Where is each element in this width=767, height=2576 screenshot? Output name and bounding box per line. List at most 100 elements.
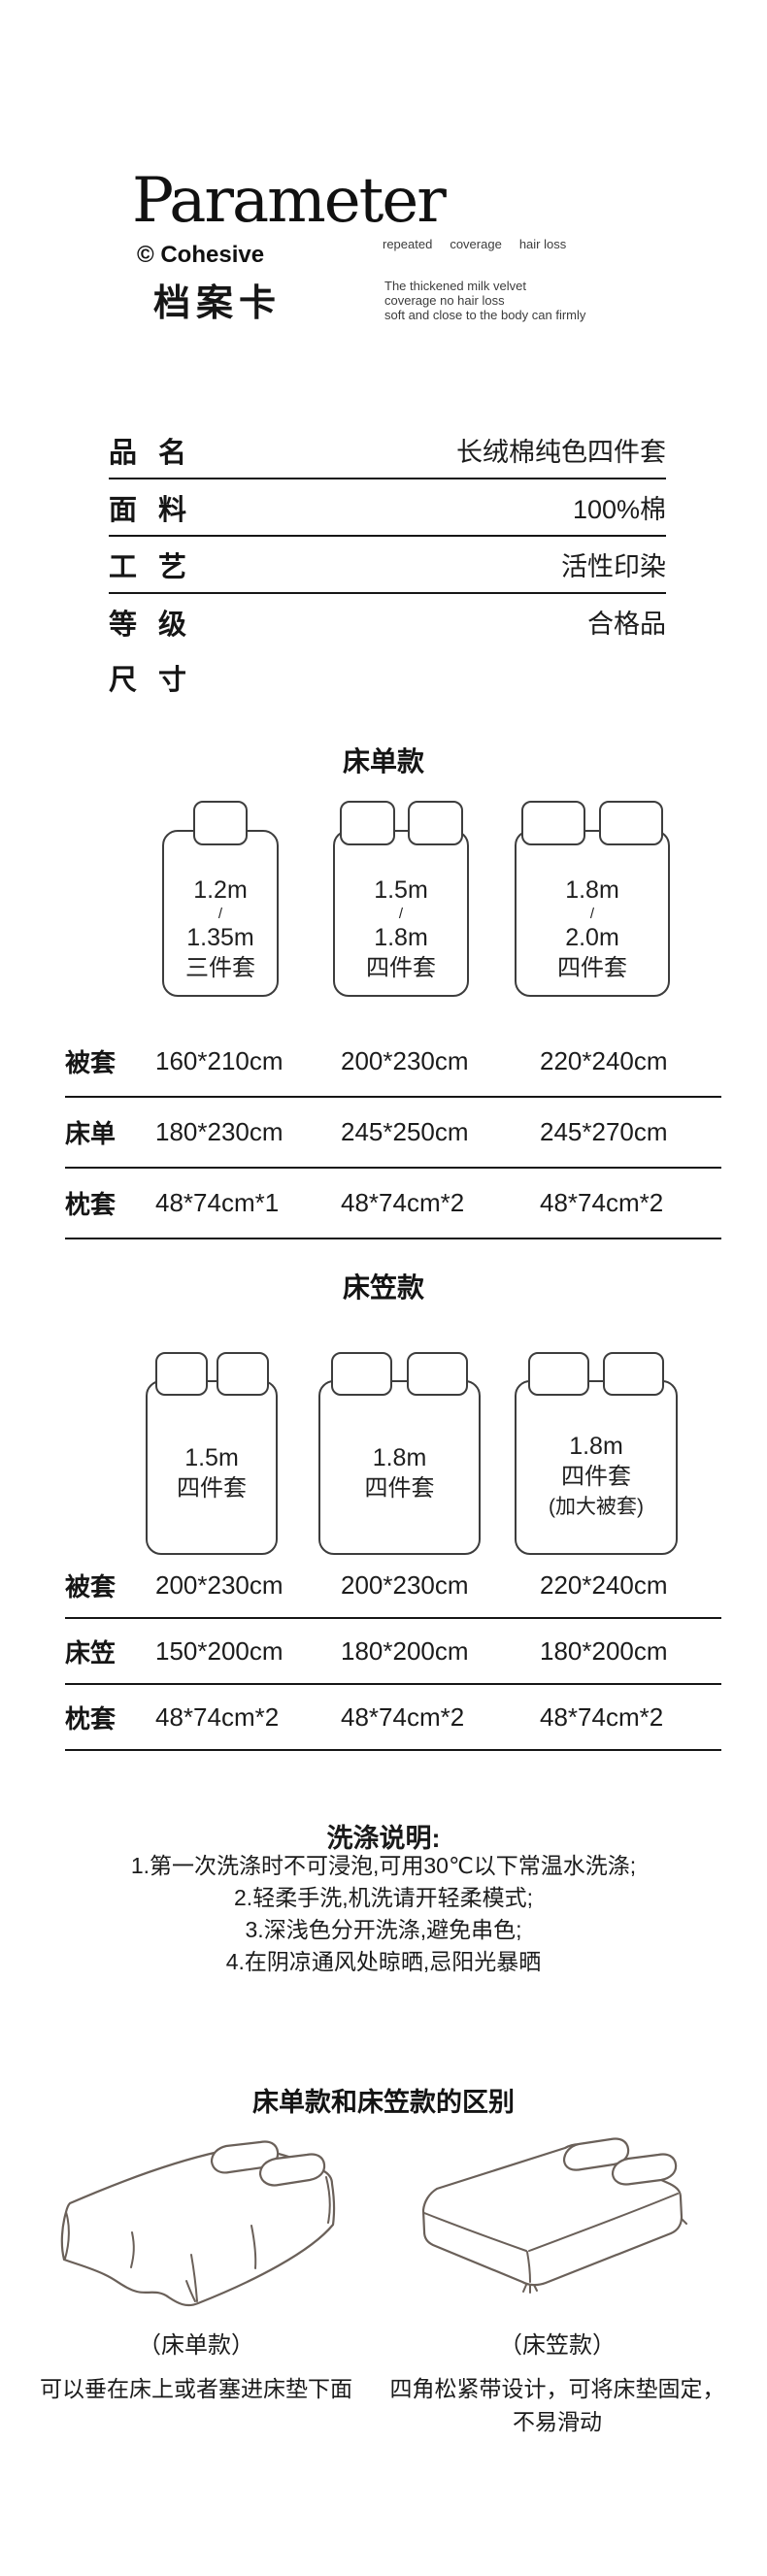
keyword: hair loss [518,237,567,251]
row-label: 被套 [65,1048,117,1077]
pillow-icon [521,801,585,845]
bed-size: 1.8m [372,1444,427,1471]
pillow-icon [407,801,463,845]
slash: / [589,906,595,922]
table-row: 被套 200*230cm 200*230cm 220*240cm [65,1553,721,1619]
washing-instruction: 4.在阴凉通风处晾晒,忌阳光暴晒 [225,1949,542,1974]
bed-size: 1.5m [374,876,428,904]
pillow-row [148,1352,276,1396]
set-type: 三件套 [185,955,255,981]
fitted-size-table: 被套 200*230cm 200*230cm 220*240cm 床笠 150*… [65,1553,721,1751]
keyword: coverage [450,237,502,251]
slash: / [398,906,404,922]
slash: / [217,906,223,922]
row-label: 枕套 [65,1703,117,1734]
pillow-sketch [562,2137,630,2171]
cell: 48*74cm*2 [540,1701,664,1732]
pillow-icon [154,1352,208,1396]
fitted-style-caption: （床笠款） [499,2332,616,2359]
sheet-style-note: 可以垂在床上或者塞进床垫下面 [40,2376,352,2401]
set-type: 四件套 [561,1464,631,1490]
keyword-row: repeated coverage hair loss [383,237,566,251]
spec-row: 尺 寸 [109,649,666,705]
spec-value: 活性印染 [561,552,666,581]
bed-size: 1.8m [569,1433,623,1460]
sheet-style-illustration [60,2140,336,2307]
washing-instruction: 3.深浅色分开洗涤,避免串色; [245,1917,522,1942]
keyword: repeated [383,237,433,251]
pillow-row [320,1352,479,1396]
bed-size: 1.8m [565,876,619,904]
spec-value: 长绒棉纯色四件套 [456,438,666,467]
spec-value: 合格品 [587,610,666,639]
spec-value: 100%棉 [572,495,666,524]
table-row: 床单 180*230cm 245*250cm 245*270cm [65,1098,721,1169]
pillow-sketch [210,2140,280,2174]
bed-size: 2.0m [565,924,619,951]
bed-size-text: 1.8m 四件套 [320,1442,479,1504]
set-type: 四件套 [177,1475,247,1502]
washing-instructions: 1.第一次洗涤时不可浸泡,可用30℃以下常温水洗涤; 2.轻柔手洗,机洗请开轻柔… [0,1850,767,1978]
cell: 48*74cm*2 [341,1188,465,1217]
bed-diagram-1.5m: 1.5m / 1.8m 四件套 [333,801,469,997]
cell: 200*230cm [155,1569,283,1600]
bed-size: 1.8m [374,924,428,951]
cell: 220*240cm [540,1569,668,1600]
spec-row: 面 料 100%棉 [109,479,666,537]
bed-size: 1.35m [186,924,254,951]
cell: 245*270cm [540,1117,668,1146]
set-type: 四件套 [366,955,436,981]
description-line: soft and close to the body can firmly [384,308,586,322]
pillow-row [517,801,668,845]
spec-row: 工 艺 活性印染 [109,537,666,594]
fitted-style-note: 四角松紧带设计，可将床垫固定，不易滑动 [389,2376,725,2434]
bed-diagram-1.5m-fitted: 1.5m 四件套 [146,1352,278,1555]
cell: 150*200cm [155,1635,283,1666]
washing-title: 洗涤说明: [326,1824,441,1853]
set-note: (加大被套) [549,1496,644,1518]
bed-diagram-1.8m-fitted: 1.8m 四件套 [318,1352,481,1555]
row-label: 床单 [65,1119,117,1148]
bed-diagram-1.8m-fitted-large: 1.8m 四件套 (加大被套) [515,1352,678,1555]
bed-diagram-1.8m: 1.8m / 2.0m 四件套 [515,801,670,997]
bed-size: 1.2m [193,876,248,904]
pillow-row [517,1352,676,1396]
product-description: The thickened milk velvet coverage no ha… [384,279,585,322]
spec-label: 等 级 [109,609,187,641]
pillow-icon [339,801,395,845]
table-row: 枕套 48*74cm*1 48*74cm*2 48*74cm*2 [65,1169,721,1239]
sheet-size-table: 被套 160*210cm 200*230cm 220*240cm 床单 180*… [65,1027,721,1239]
cell: 180*200cm [341,1635,469,1666]
row-label: 床笠 [65,1637,117,1668]
bed-size-text: 1.5m / 1.8m 四件套 [335,875,467,984]
cell: 200*230cm [341,1569,469,1600]
pillow-sketch [258,2153,326,2187]
table-row: 枕套 48*74cm*2 48*74cm*2 48*74cm*2 [65,1685,721,1751]
pillow-icon [216,1352,269,1396]
page-title: Parameter [132,165,447,237]
description-line: coverage no hair loss [384,293,505,308]
bed-size-text: 1.2m / 1.35m 三件套 [164,875,277,984]
cell: 245*250cm [341,1117,469,1146]
table-row: 床笠 150*200cm 180*200cm 180*200cm [65,1619,721,1685]
spec-label: 工 艺 [109,551,187,583]
brand-logo: © Cohesive [137,242,265,268]
bed-diagram-1.2m: 1.2m / 1.35m 三件套 [162,801,279,997]
spec-label: 面 料 [109,494,187,526]
pillow-icon [407,1352,468,1396]
bed-size-text: 1.8m / 2.0m 四件套 [517,875,668,984]
fitted-style-illustration [421,2137,687,2294]
set-type: 四件套 [557,955,627,981]
cell: 220*240cm [540,1046,668,1075]
cell: 200*230cm [341,1046,469,1075]
pillow-icon [331,1352,392,1396]
bed-size-text: 1.5m 四件套 [148,1442,276,1504]
pillow-icon [528,1352,589,1396]
spec-row: 等 级 合格品 [109,594,666,649]
bed-size-text: 1.8m 四件套 (加大被套) [517,1431,676,1522]
description-line: The thickened milk velvet [384,279,526,293]
cell: 48*74cm*2 [540,1188,664,1217]
pillow-sketch [611,2153,678,2186]
difference-section-title: 床单款和床笠款的区别 [252,2088,515,2117]
